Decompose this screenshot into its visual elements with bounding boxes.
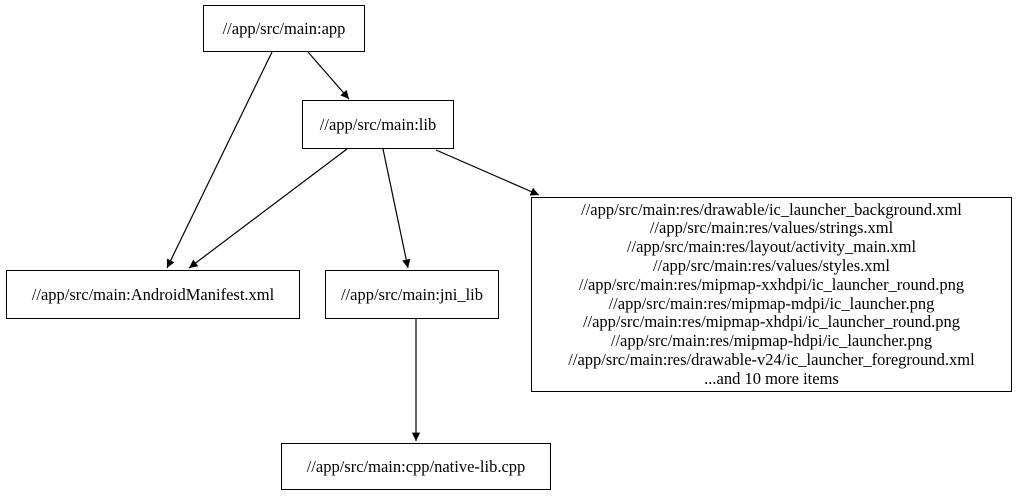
edge-lib-to-jni-lib <box>382 148 411 269</box>
edge-app-to-lib <box>307 51 350 100</box>
resource-item: //app/src/main:res/values/styles.xml <box>653 255 890 275</box>
node-android-manifest: //app/src/main:AndroidManifest.xml <box>6 270 300 319</box>
node-native-lib-cpp-label: //app/src/main:cpp/native-lib.cpp <box>306 456 526 476</box>
edge-lib-to-resources <box>435 149 540 196</box>
node-app: //app/src/main:app <box>203 5 365 52</box>
node-native-lib-cpp: //app/src/main:cpp/native-lib.cpp <box>281 443 551 490</box>
resource-item: //app/src/main:res/mipmap-xxhdpi/ic_laun… <box>578 274 965 294</box>
resource-more-items: ...and 10 more items <box>704 368 839 388</box>
resource-item: //app/src/main:res/drawable-v24/ic_launc… <box>568 349 975 369</box>
resource-item: //app/src/main:res/values/strings.xml <box>649 218 894 238</box>
resource-item: //app/src/main:res/drawable/ic_launcher_… <box>581 199 962 219</box>
node-android-manifest-label: //app/src/main:AndroidManifest.xml <box>31 284 275 304</box>
resource-item: //app/src/main:res/mipmap-hdpi/ic_launch… <box>610 331 933 351</box>
node-app-label: //app/src/main:app <box>222 18 346 38</box>
node-jni-lib-label: //app/src/main:jni_lib <box>340 284 484 304</box>
edge-app-to-manifest <box>166 51 273 269</box>
resource-item: //app/src/main:res/layout/activity_main.… <box>626 237 917 257</box>
resource-item: //app/src/main:res/mipmap-xhdpi/ic_launc… <box>582 312 961 332</box>
resource-item: //app/src/main:res/mipmap-mdpi/ic_launch… <box>608 293 935 313</box>
node-lib-label: //app/src/main:lib <box>319 114 437 134</box>
node-lib: //app/src/main:lib <box>302 100 454 149</box>
node-jni-lib: //app/src/main:jni_lib <box>325 270 499 319</box>
edge-lib-to-manifest <box>188 148 348 269</box>
node-resources-group: //app/src/main:res/drawable/ic_launcher_… <box>531 197 1012 392</box>
